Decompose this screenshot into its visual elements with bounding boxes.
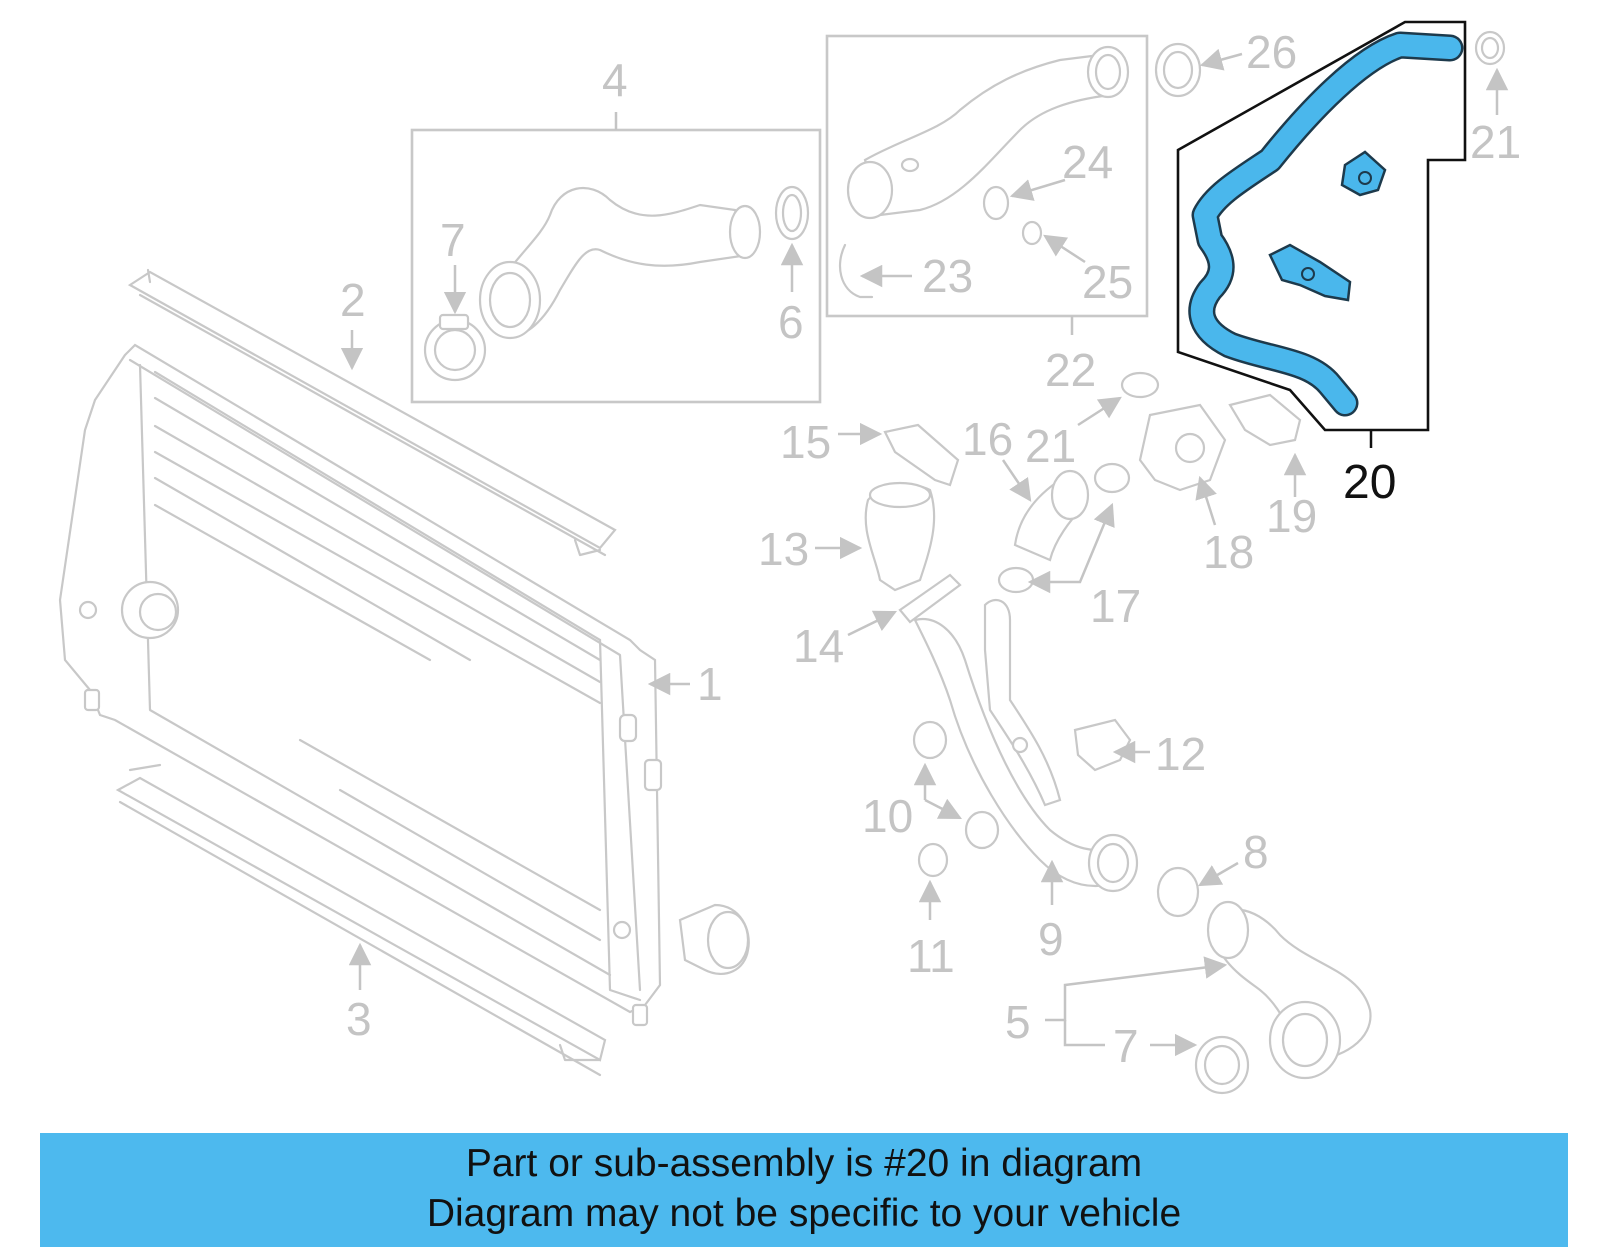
bushing-part-11 [917, 842, 949, 878]
banner-line-2: Diagram may not be specific to your vehi… [426, 1192, 1182, 1235]
callout-16: 16 [962, 413, 1013, 465]
callout-10: 10 [862, 790, 913, 842]
callout-23: 23 [922, 250, 973, 302]
pipe-part-16 [1013, 469, 1090, 562]
callout-18: 18 [1203, 526, 1254, 578]
callout-4: 4 [602, 54, 628, 106]
callout-14: 14 [793, 620, 844, 672]
callout-7-lower: 7 [1113, 1020, 1139, 1072]
callout-25: 25 [1082, 256, 1133, 308]
pipe-assembly-box-22 [825, 34, 1149, 335]
charge-pipe-part-9 [913, 598, 1139, 893]
rail-lower-part-3 [115, 763, 607, 1077]
callout-15: 15 [780, 416, 831, 468]
housing-part-18 [1138, 403, 1227, 492]
callout-20: 20 [1343, 456, 1396, 509]
callout-8: 8 [1243, 826, 1269, 878]
callout-24: 24 [1062, 136, 1113, 188]
bracket-part-19 [1228, 393, 1302, 447]
callout-26: 26 [1246, 26, 1297, 78]
hose-part-13 [864, 481, 936, 592]
leader-arrows [340, 48, 1509, 1057]
callout-11: 11 [907, 930, 955, 982]
callout-22: 22 [1045, 344, 1096, 396]
hose-part-5 [1206, 900, 1372, 1080]
callout-17: 17 [1090, 580, 1141, 632]
seal-ring-part-26 [1154, 42, 1202, 98]
callout-7-upper: 7 [440, 214, 466, 266]
sensor-part-15 [883, 423, 960, 487]
sensor-part-12 [1073, 718, 1132, 772]
info-banner: Part or sub-assembly is #20 in diagram D… [40, 1133, 1568, 1247]
hose-assembly-box-4 [410, 112, 822, 404]
callout-6: 6 [778, 296, 804, 348]
clamp-part-17 [997, 462, 1131, 594]
callout-21-top: 21 [1470, 116, 1521, 168]
rail-upper-part-2 [127, 268, 617, 557]
callout-5: 5 [1005, 996, 1031, 1048]
callout-9: 9 [1038, 913, 1064, 965]
bushing-part-10 [912, 720, 1000, 850]
intercooler-part-1 [58, 343, 750, 1027]
callout-21-mid: 21 [1025, 420, 1076, 472]
callout-1: 1 [697, 658, 723, 710]
clamp-part-14 [898, 573, 962, 624]
callout-3: 3 [346, 993, 372, 1045]
hose-part-20-highlighted [1176, 20, 1467, 448]
callout-19: 19 [1266, 490, 1317, 542]
callout-labels: 1 2 3 4 5 6 7 7 8 9 10 11 12 13 14 15 16… [340, 26, 1521, 1072]
callout-12: 12 [1155, 728, 1206, 780]
clamp-part-21-top [1474, 30, 1506, 66]
callout-13: 13 [758, 523, 809, 575]
clamp-part-8 [1156, 866, 1200, 918]
banner-line-1: Part or sub-assembly is #20 in diagram [465, 1142, 1143, 1185]
clamp-part-7-lower [1194, 1035, 1250, 1095]
clamp-part-21-mid [1120, 371, 1160, 399]
callout-2: 2 [340, 274, 366, 326]
